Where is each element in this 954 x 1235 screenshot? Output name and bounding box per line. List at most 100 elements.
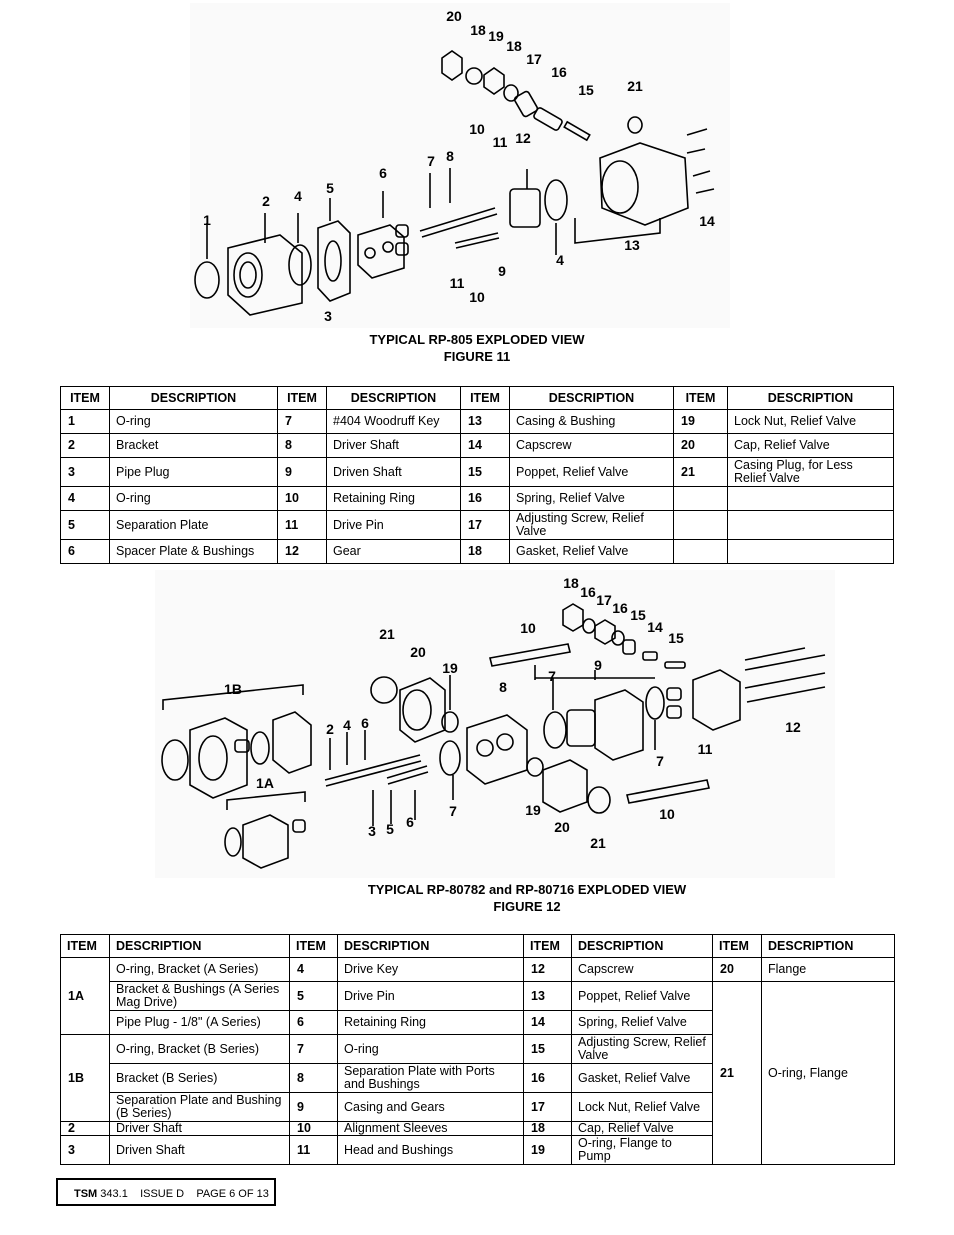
- item-description: O-ring, Flange to Pump: [571, 1135, 713, 1165]
- item-number: 12: [277, 539, 327, 564]
- figure-12-drawing: 1B 1A 2 3 4 5 6 6 7 7 7 8 9 10 10 11 12 …: [161, 575, 826, 869]
- item-description: Pipe Plug: [109, 457, 278, 487]
- item-number: 3: [60, 1135, 110, 1165]
- item-description: Casing and Gears: [337, 1092, 524, 1122]
- item-description: Poppet, Relief Valve: [509, 457, 674, 487]
- item-number: 15: [523, 1034, 572, 1064]
- item-description: Casing Plug, for Less Relief Valve: [727, 457, 894, 487]
- item-description-merged: O-ring, Flange: [761, 981, 895, 1165]
- item-description: Lock Nut, Relief Valve: [727, 409, 894, 434]
- callout-2: 2: [262, 193, 270, 209]
- callout-18b: 18: [506, 38, 522, 54]
- callout-10: 10: [469, 121, 485, 137]
- item-description: Capscrew: [509, 433, 674, 458]
- item-description: Adjusting Screw, Relief Valve: [571, 1034, 713, 1064]
- item-description: O-ring: [109, 409, 278, 434]
- column-header: ITEM: [60, 386, 110, 410]
- item-number: 5: [289, 981, 338, 1011]
- item-number: 10: [277, 486, 327, 511]
- item-description: Cap, Relief Valve: [727, 433, 894, 458]
- callout-12: 12: [515, 130, 531, 146]
- item-number-merged: 21: [712, 981, 762, 1165]
- item-number: 7: [289, 1034, 338, 1064]
- item-number: 13: [523, 981, 572, 1011]
- callout-20: 20: [446, 8, 462, 24]
- item-description: Separation Plate with Ports and Bushings: [337, 1063, 524, 1093]
- figure-12-caption: TYPICAL RP-80782 and RP-80716 EXPLODED V…: [50, 881, 954, 915]
- callout-20b: 20: [554, 819, 570, 835]
- column-header: ITEM: [289, 934, 338, 958]
- item-number: 8: [277, 433, 327, 458]
- item-group-1b: 1B: [60, 1034, 110, 1122]
- item-number: 12: [523, 957, 572, 982]
- callout-11: 11: [493, 134, 508, 150]
- item-description: O-ring: [109, 486, 278, 511]
- callout-3: 3: [368, 823, 376, 839]
- callout-21b: 21: [590, 835, 606, 851]
- footer-page: PAGE 6 OF 13: [196, 1188, 269, 1200]
- item-description: Separation Plate: [109, 510, 278, 540]
- item-description: Gear: [326, 539, 461, 564]
- table-row: Bracket & Bushings (A Series Mag Drive) …: [61, 981, 895, 1165]
- column-header: DESCRIPTION: [571, 934, 713, 958]
- callout-15b: 15: [668, 630, 684, 646]
- table-row: 2 Bracket 8 Driver Shaft 14 Capscrew 20 …: [60, 433, 894, 458]
- column-header: DESCRIPTION: [109, 386, 278, 410]
- figure-11-drawing: 1 2 3 4 5 6 7 8 9 10 10 11 11 12 13 14 1…: [194, 8, 715, 324]
- callout-6b: 6: [406, 814, 414, 830]
- footer-tsm: TSM: [74, 1188, 98, 1200]
- item-number: 6: [60, 539, 110, 564]
- callout-16: 16: [551, 64, 567, 80]
- callout-10b: 10: [659, 806, 675, 822]
- item-number: 17: [460, 510, 510, 540]
- callout-17: 17: [526, 51, 542, 67]
- callout-4b: 4: [556, 252, 564, 268]
- callout-9: 9: [498, 263, 506, 279]
- item-description: [727, 486, 894, 511]
- item-number: 19: [523, 1135, 572, 1165]
- item-description: Gasket, Relief Valve: [571, 1063, 713, 1093]
- callout-10b: 10: [469, 289, 485, 305]
- column-header: ITEM: [277, 386, 327, 410]
- item-number: 6: [289, 1010, 338, 1035]
- item-number: 5: [60, 510, 110, 540]
- callout-5: 5: [326, 180, 334, 196]
- item-number: 2: [60, 1121, 110, 1136]
- callout-21: 21: [379, 626, 395, 642]
- item-description: Alignment Sleeves: [337, 1121, 524, 1136]
- column-header: ITEM: [673, 386, 728, 410]
- figure-11-caption: TYPICAL RP-805 EXPLODED VIEW FIGURE 11: [0, 331, 954, 365]
- item-description: Driven Shaft: [326, 457, 461, 487]
- column-header: DESCRIPTION: [727, 386, 894, 410]
- callout-12: 12: [785, 719, 801, 735]
- callout-3: 3: [324, 308, 332, 324]
- item-number: 15: [460, 457, 510, 487]
- callout-16b: 16: [612, 600, 628, 616]
- item-description: #404 Woodruff Key: [326, 409, 461, 434]
- item-description: O-ring, Bracket (B Series): [109, 1034, 290, 1064]
- item-description: Poppet, Relief Valve: [571, 981, 713, 1011]
- table-header-row: ITEM DESCRIPTION ITEM DESCRIPTION ITEM D…: [60, 386, 894, 410]
- callout-1b: 1B: [224, 681, 242, 697]
- item-description: Spring, Relief Valve: [509, 486, 674, 511]
- item-description: Spring, Relief Valve: [571, 1010, 713, 1035]
- callout-6: 6: [379, 165, 387, 181]
- item-description: Capscrew: [571, 957, 713, 982]
- item-description: Adjusting Screw, Relief Valve: [509, 510, 674, 540]
- item-description: Separation Plate and Bushing (B Series): [109, 1092, 290, 1122]
- callout-1a: 1A: [256, 775, 274, 791]
- item-description: Bracket (B Series): [109, 1063, 290, 1093]
- column-header: ITEM: [712, 934, 762, 958]
- item-number: 7: [277, 409, 327, 434]
- item-number: 8: [289, 1063, 338, 1093]
- item-description: Head and Bushings: [337, 1135, 524, 1165]
- table-row: 3 Driven Shaft 11 Head and Bushings 19 O…: [60, 1135, 895, 1165]
- parts-table-figure-11: ITEM DESCRIPTION ITEM DESCRIPTION ITEM D…: [60, 386, 894, 564]
- callout-11b: 11: [450, 275, 465, 291]
- item-description: Driver Shaft: [109, 1121, 290, 1136]
- table-row: 3 Pipe Plug 9 Driven Shaft 15 Poppet, Re…: [60, 457, 894, 487]
- item-description: Driven Shaft: [109, 1135, 290, 1165]
- column-header: DESCRIPTION: [509, 386, 674, 410]
- table-header-row: ITEM DESCRIPTION ITEM DESCRIPTION ITEM D…: [60, 934, 895, 958]
- item-number: 1: [60, 409, 110, 434]
